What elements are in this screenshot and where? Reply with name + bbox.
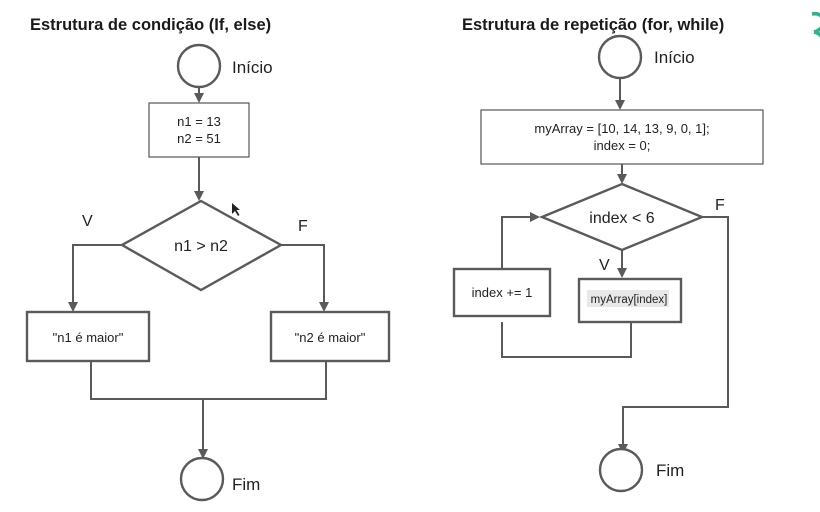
false-output-box xyxy=(269,310,391,363)
increment-box xyxy=(452,267,552,318)
arrow-true-branch xyxy=(68,244,122,312)
init-line-1: myArray = [10, 14, 13, 9, 0, 1]; xyxy=(534,121,709,136)
assign-line-1: n1 = 13 xyxy=(177,114,221,129)
init-box xyxy=(480,109,764,165)
true-branch-label: V xyxy=(82,213,93,230)
loop-flowchart: Estrutura de repetição (for, while) Iníc… xyxy=(452,16,764,493)
body-highlight xyxy=(587,290,669,307)
start-node xyxy=(176,43,222,89)
body-text: myArray[index] xyxy=(591,294,668,306)
false-branch-label: F xyxy=(298,218,308,235)
loop-start-label: Início xyxy=(654,48,695,67)
condition-diamond xyxy=(119,199,284,292)
loop-title: Estrutura de repetição (for, while) xyxy=(462,16,724,34)
loop-false-label: F xyxy=(715,197,725,214)
false-output-text: "n2 é maior" xyxy=(295,330,366,345)
assign-box xyxy=(148,102,250,158)
body-to-increment-line xyxy=(501,322,632,358)
arrow-exit-loop xyxy=(618,216,729,454)
assign-line-2: n2 = 51 xyxy=(177,131,221,146)
increment-text: index += 1 xyxy=(472,285,533,300)
mouse-cursor-icon xyxy=(232,203,240,216)
condition-text: n1 > n2 xyxy=(174,238,228,255)
end-label: Fim xyxy=(232,475,260,494)
loop-start-node xyxy=(597,34,643,80)
true-output-text: "n1 é maior" xyxy=(53,330,124,345)
if-else-flowchart: Estrutura de condição (If, else) Início … xyxy=(25,16,391,502)
merge-line xyxy=(90,361,327,400)
if-else-title: Estrutura de condição (If, else) xyxy=(30,16,271,34)
arrow-false-branch xyxy=(281,244,329,312)
arrow-increment-to-condition xyxy=(501,212,540,269)
end-node xyxy=(179,456,225,502)
start-label: Início xyxy=(232,58,273,77)
loop-end-node xyxy=(598,447,644,493)
loop-end-label: Fim xyxy=(656,461,684,480)
edge-accent-mark xyxy=(811,11,820,38)
loop-condition-text: index < 6 xyxy=(589,210,654,227)
loop-true-label: V xyxy=(599,257,610,274)
true-output-box xyxy=(25,310,151,363)
init-line-2: index = 0; xyxy=(594,138,651,153)
